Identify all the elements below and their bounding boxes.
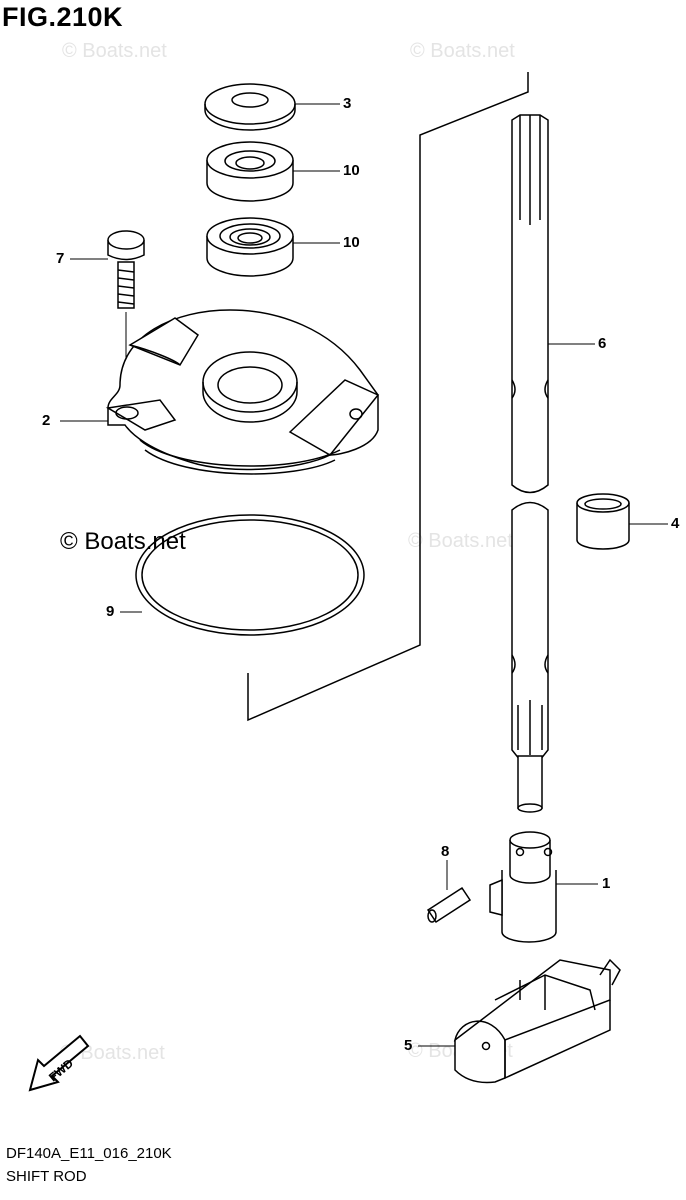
callout-2: 2 <box>42 412 51 429</box>
joint-part-1 <box>489 831 557 943</box>
washer-part-3 <box>204 83 296 131</box>
o-ring-part-9 <box>135 514 365 636</box>
oil-seal-part-10-upper <box>206 141 294 202</box>
callout-10-upper: 10 <box>343 162 360 179</box>
callout-6: 6 <box>598 335 607 352</box>
callout-1: 1 <box>602 875 611 892</box>
oil-seal-part-10-lower <box>206 217 294 277</box>
fwd-arrow-icon <box>28 1034 90 1092</box>
callout-5: 5 <box>404 1037 413 1054</box>
collar-part-4 <box>576 493 630 550</box>
pin-part-8 <box>426 886 472 924</box>
watermark: © Boats.net <box>62 40 167 62</box>
callout-4: 4 <box>671 515 680 532</box>
cam-part-5 <box>453 958 621 1084</box>
frame-line <box>247 72 529 722</box>
bolt-part-7 <box>107 230 145 392</box>
callout-9: 9 <box>106 603 115 620</box>
watermark: © Boats.net <box>408 530 513 552</box>
shift-rod-part-6 <box>511 114 549 813</box>
figure-code: DF140A_E11_016_210K <box>6 1145 172 1162</box>
callout-8: 8 <box>441 843 450 860</box>
figure-title: FIG.210K <box>2 2 124 32</box>
guide-part-2 <box>105 309 380 475</box>
figure-name: SHIFT ROD <box>6 1168 87 1185</box>
watermark: © Boats.net <box>410 40 515 62</box>
callout-7: 7 <box>56 250 65 267</box>
callout-3: 3 <box>343 95 352 112</box>
callout-10-lower: 10 <box>343 234 360 251</box>
leader-lines <box>60 103 668 1047</box>
